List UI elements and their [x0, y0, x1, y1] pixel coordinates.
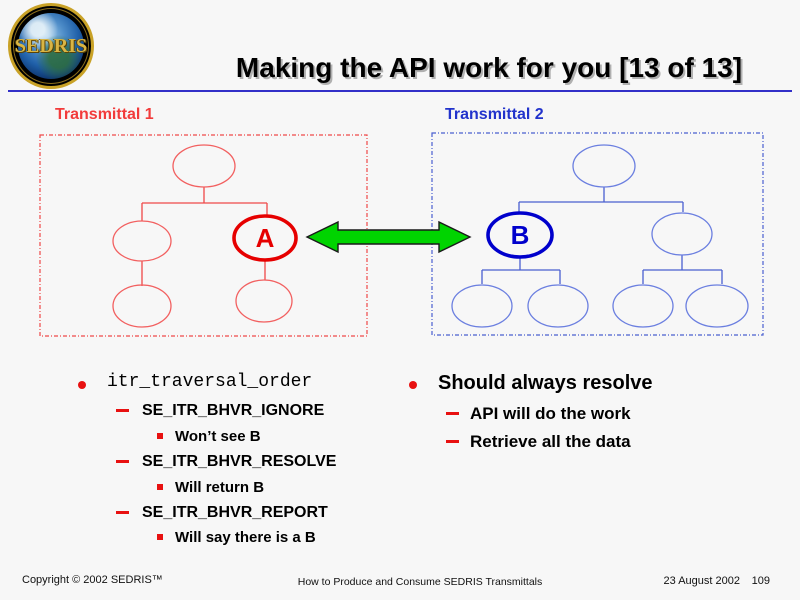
tree1-a-leaf [235, 279, 293, 323]
list-item-label: SE_ITR_BHVR_IGNORE [142, 402, 325, 419]
page-title: Making the API work for you [13 of 13] [235, 52, 743, 83]
list-item: Will say there is a B [68, 529, 316, 547]
header-divider [8, 90, 792, 92]
footer-date: 23 August 2002 [663, 575, 740, 587]
list-item: SE_ITR_BHVR_RESOLVE [68, 453, 336, 471]
bullet-dot-icon [78, 381, 86, 389]
bullet-square-icon [157, 484, 163, 490]
sedris-logo: SEDRIS [8, 3, 94, 89]
list-item-label: Will return B [175, 479, 265, 496]
list-item-label: Should always resolve [438, 372, 653, 394]
tree2-leaf-3 [612, 284, 674, 328]
bullet-dash-icon [446, 440, 459, 443]
tree2-root-node [572, 144, 636, 188]
list-item: SE_ITR_BHVR_REPORT [68, 504, 328, 522]
transmittal2-border [431, 132, 764, 336]
tree2-leaf-4 [685, 284, 749, 328]
list-item: Retrieve all the data [399, 432, 631, 452]
list-item-label: Will say there is a B [175, 529, 316, 546]
footer-page-number: 109 [751, 575, 770, 587]
transmittal-diagram: A B [39, 132, 764, 337]
tree2-right-node [651, 212, 713, 256]
tree1-left-node [112, 220, 172, 262]
list-item: itr_traversal_order [68, 372, 312, 392]
bullet-square-icon [157, 433, 163, 439]
tree2-leaf-2 [527, 284, 589, 328]
list-item: Won’t see B [68, 428, 261, 446]
list-item: API will do the work [399, 404, 631, 424]
bullet-dash-icon [116, 460, 129, 463]
transmittal1-tree: A [39, 134, 368, 337]
list-item: SE_ITR_BHVR_IGNORE [68, 402, 324, 420]
list-item-label: SE_ITR_BHVR_RESOLVE [142, 453, 337, 470]
tree1-root-node [172, 144, 236, 188]
list-item-label: SE_ITR_BHVR_REPORT [142, 504, 328, 521]
footer-copyright: Copyright © 2002 SEDRIS™ [22, 574, 163, 586]
list-item: Will return B [68, 479, 264, 497]
tree2-leaf-1 [451, 284, 513, 328]
footer-center-text: How to Produce and Consume SEDRIS Transm… [297, 576, 543, 588]
bullet-dash-icon [116, 409, 129, 412]
double-arrow-icon [305, 220, 472, 254]
bullet-dot-icon [409, 381, 417, 389]
transmittal2-label: Transmittal 2 [445, 106, 544, 123]
transmittal2-tree: B [431, 132, 764, 336]
list-item: Should always resolve [399, 372, 653, 395]
node-a-label: A [256, 223, 275, 253]
tree1-connectors [141, 187, 268, 286]
bullet-dash-icon [446, 412, 459, 415]
list-item-label: Won’t see B [175, 428, 261, 445]
transmittal1-label: Transmittal 1 [55, 106, 154, 123]
list-item-label: itr_traversal_order [107, 372, 313, 392]
tree2-connectors [481, 187, 723, 284]
tree1-left-leaf [112, 284, 172, 328]
bullet-dash-icon [116, 511, 129, 514]
list-item-label: Retrieve all the data [470, 432, 631, 451]
logo-text: SEDRIS [14, 34, 88, 57]
transmittal1-border [39, 134, 368, 337]
node-b-label: B [511, 220, 530, 250]
bullet-square-icon [157, 534, 163, 540]
earth-globe-icon [18, 13, 84, 79]
list-item-label: API will do the work [470, 404, 631, 423]
node-a [232, 214, 298, 262]
node-b [486, 211, 554, 259]
